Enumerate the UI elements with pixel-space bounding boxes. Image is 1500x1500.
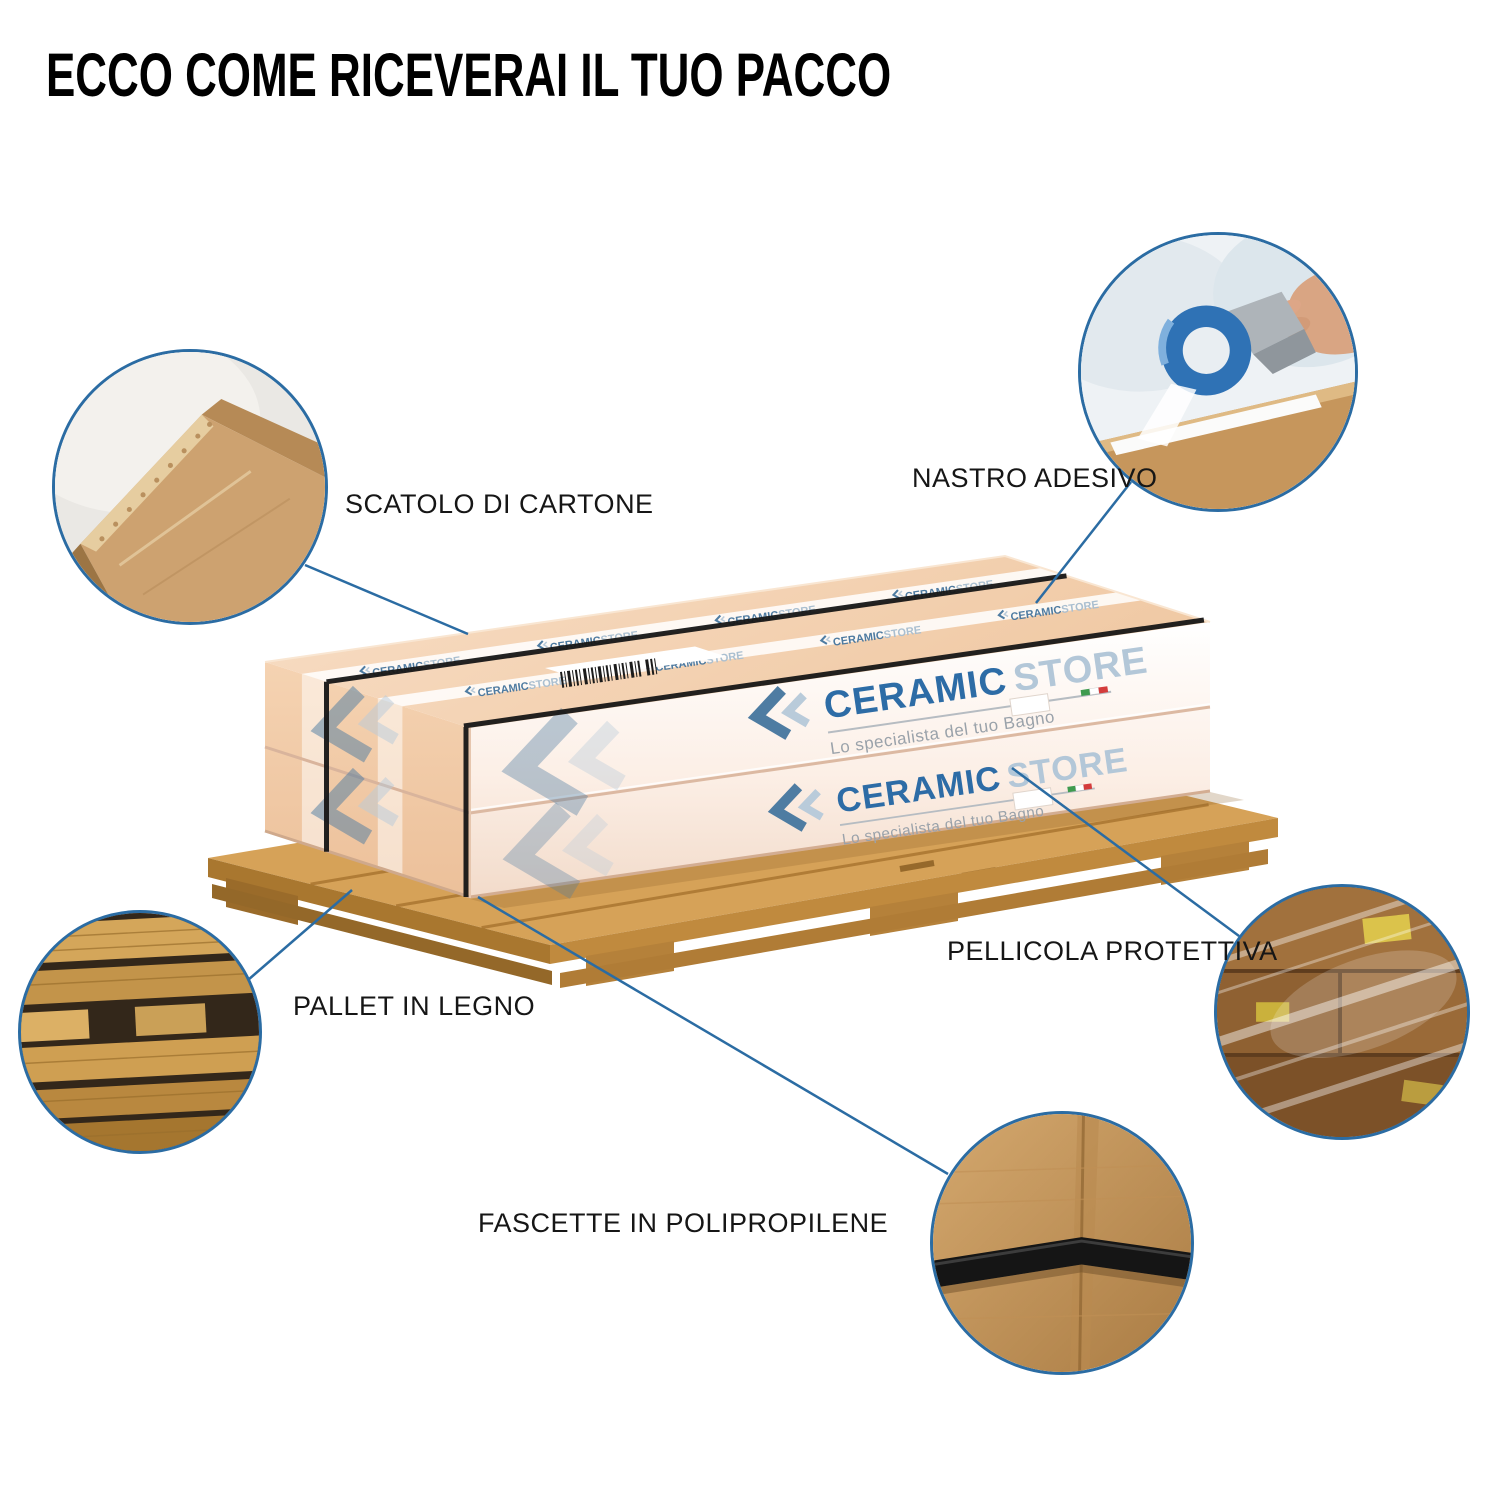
label-adhesive-tape: NASTRO ADESIVO xyxy=(912,463,1158,493)
label-wooden-pallet: PALLET IN LEGNO xyxy=(293,991,536,1021)
label-cardboard-box: SCATOLO DI CARTONE xyxy=(345,489,654,519)
side-label xyxy=(1009,693,1051,717)
connector-lines xyxy=(247,481,1240,1176)
page-title: ECCO COME RICEVERAI IL TUO PACCO xyxy=(46,41,892,109)
package-straps-graphic xyxy=(324,573,1205,897)
photo-wooden-pallet xyxy=(18,910,262,1154)
photo-strap-closeup xyxy=(930,1111,1194,1375)
label-polypropylene-straps: FASCETTE IN POLIPROPILENE xyxy=(478,1208,889,1238)
photo-cardboard-closeup xyxy=(52,349,328,625)
photo-protective-film xyxy=(1214,884,1470,1140)
photo-tape-dispenser xyxy=(1078,232,1358,512)
shipping-label xyxy=(545,646,727,688)
label-protective-film: PELLICOLA PROTETTIVA xyxy=(947,936,1278,966)
